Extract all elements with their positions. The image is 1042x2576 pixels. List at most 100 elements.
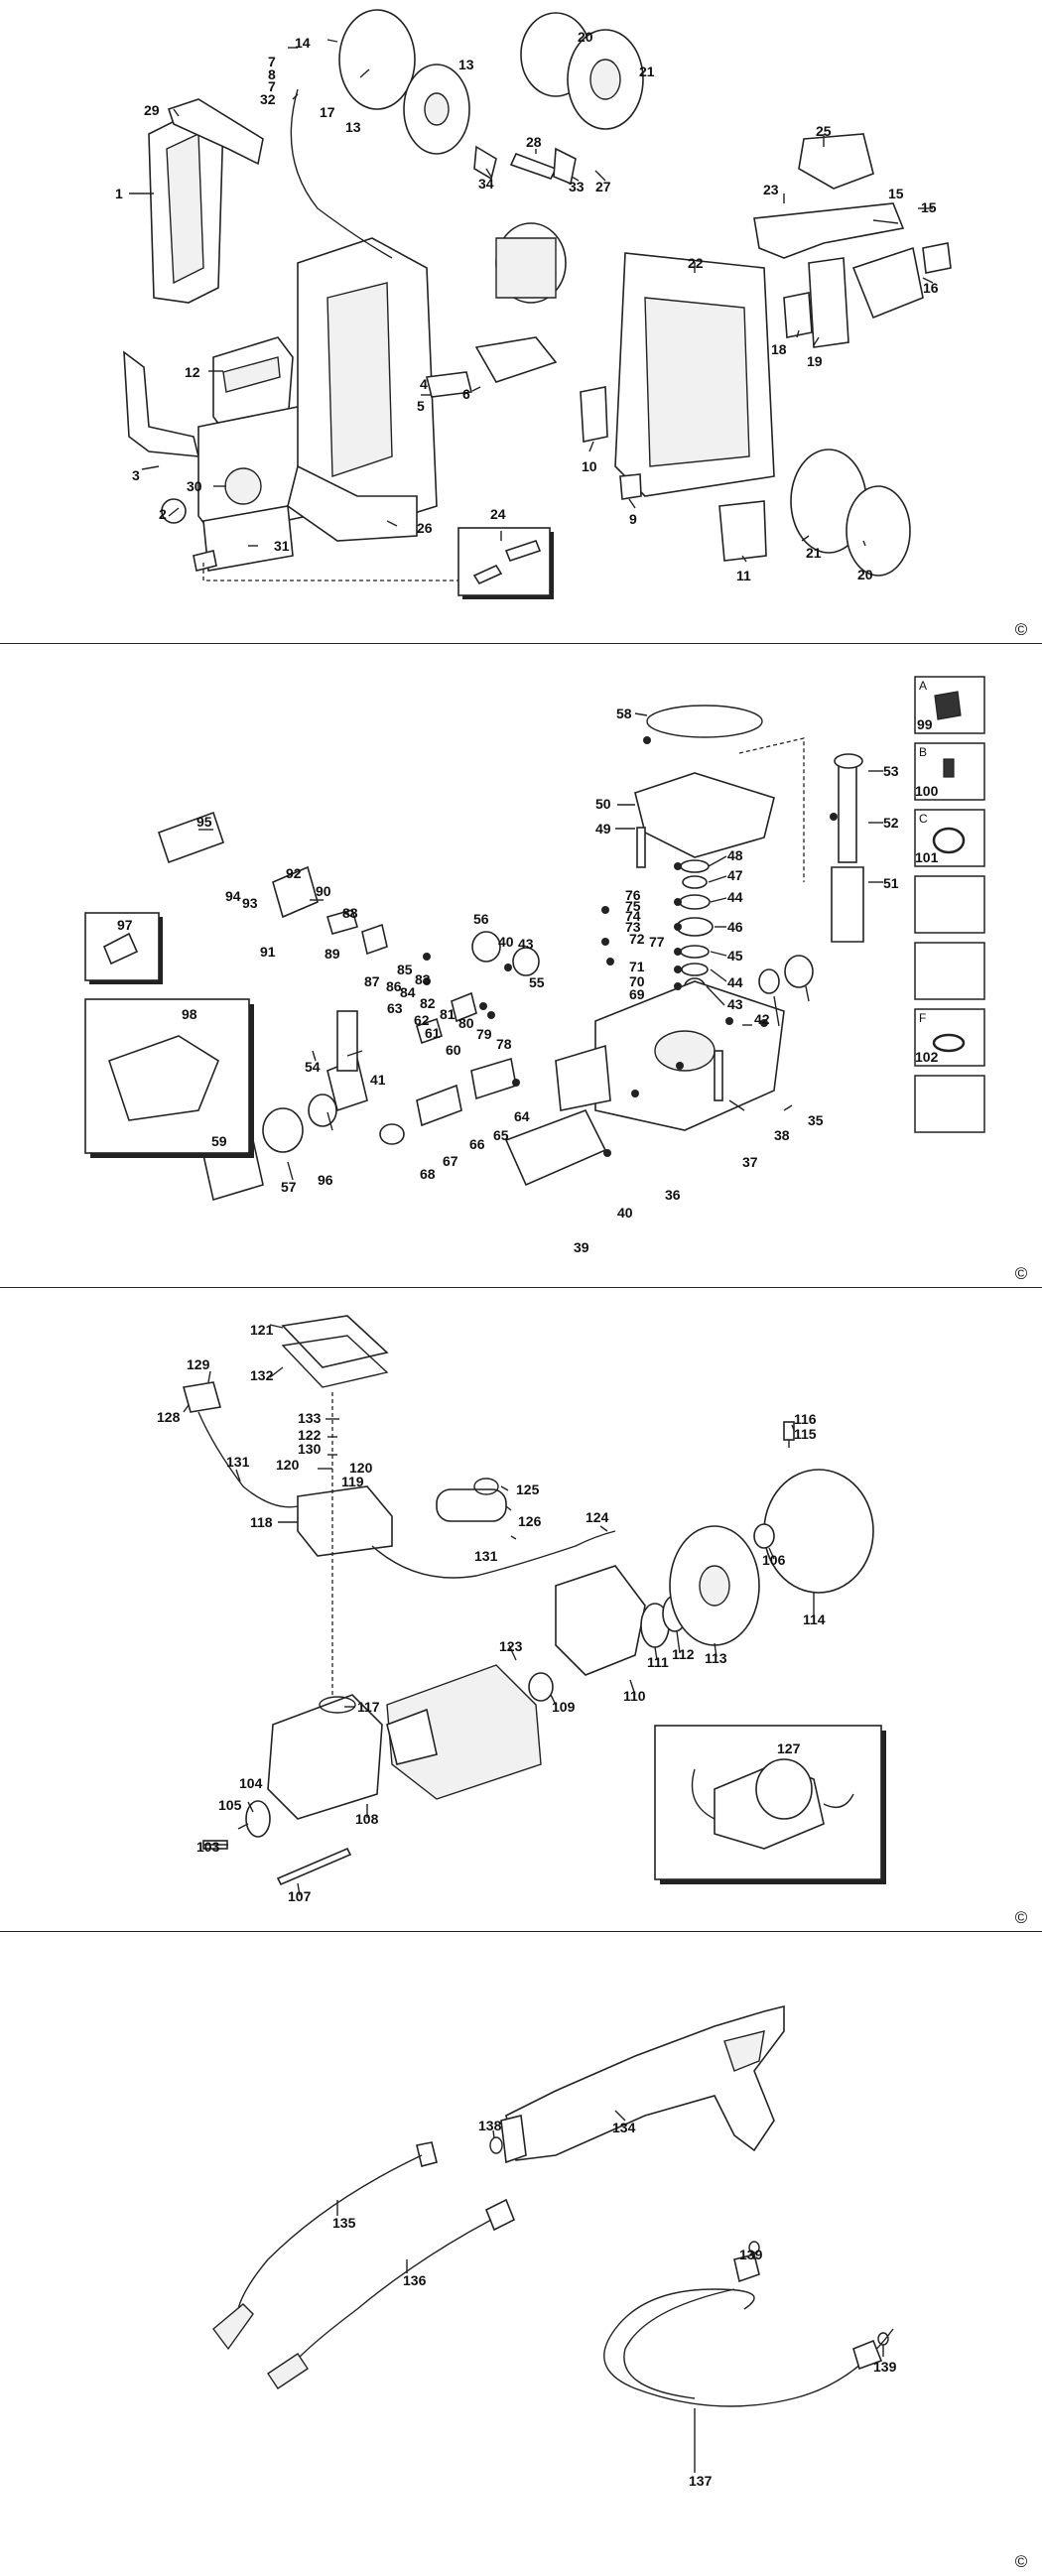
sheet-2-drawing: A 99 B 100 C 101 F 102: [84, 676, 985, 1255]
label: 110: [623, 1688, 646, 1704]
label: 86: [386, 978, 402, 994]
label: 35: [808, 1112, 824, 1128]
hose-end-bottom: [852, 2339, 883, 2371]
label: 75: [625, 898, 641, 914]
right-housing-cavity: [644, 297, 750, 467]
label: 82: [420, 995, 436, 1011]
kit-127-motor-can: [755, 1758, 813, 1820]
copyright-mark: ©: [1014, 1264, 1028, 1283]
label: 90: [316, 883, 331, 899]
label: 81: [440, 1006, 456, 1022]
copyright-mark: ©: [1014, 1908, 1028, 1927]
label: 61: [425, 1025, 441, 1041]
sheet-3-labels: 103 104 105 106 107 108 109 110 111 112 …: [157, 1322, 826, 1904]
pump-housing-108: [267, 1694, 383, 1820]
label: 60: [446, 1042, 461, 1058]
label: 14: [295, 35, 311, 51]
part-80: [451, 991, 477, 1023]
pump-outlet-part: [555, 1044, 611, 1111]
label: 98: [182, 1006, 197, 1022]
sheet-1-drawing: 1 2 3 4 5 6 7 8 7 9 10 11 12 13 13 14 15…: [115, 9, 952, 599]
label: 7: [268, 54, 276, 69]
label: 25: [816, 123, 832, 139]
label: 106: [762, 1552, 786, 1568]
label: 17: [320, 104, 335, 120]
kit-96-part: [102, 932, 139, 966]
kit-c-icon: [932, 827, 966, 854]
bolt-37: [714, 1050, 723, 1101]
kit-number: 102: [915, 1049, 939, 1065]
cord-hook-part: [123, 350, 200, 457]
label: 118: [250, 1514, 273, 1530]
fitting-43: [512, 947, 540, 976]
label: 89: [325, 946, 340, 962]
sheet-divider: [0, 643, 1042, 644]
small-clip-part: [922, 242, 952, 274]
sheet-2-pump-assembly: A 99 B 100 C 101 F 102: [0, 644, 1042, 1287]
clip-125: [473, 1478, 499, 1495]
side-clip-part: [851, 246, 924, 320]
label: 42: [754, 1011, 770, 1027]
label: 113: [705, 1650, 727, 1666]
label: 38: [774, 1127, 790, 1143]
top-cap-part: [798, 133, 874, 190]
label: 72: [629, 931, 645, 947]
label: 109: [552, 1699, 576, 1715]
label: 48: [727, 847, 743, 863]
label: 70: [629, 973, 645, 989]
plug-35: [784, 955, 814, 988]
sheet-4-leader-lines: [336, 2110, 884, 2473]
label: 41: [370, 1072, 386, 1088]
label: 111: [647, 1654, 669, 1670]
connector-part: [472, 564, 503, 585]
bracket-part: [473, 145, 497, 181]
sheet-divider: [0, 1931, 1042, 1932]
lance-nozzle-135: [212, 2303, 254, 2351]
label: 22: [688, 255, 704, 271]
label: 23: [763, 182, 779, 197]
gun-grip-detail: [723, 2030, 765, 2072]
label: 1: [115, 186, 123, 201]
label: 15: [921, 199, 937, 215]
label: 114: [803, 1611, 826, 1627]
bracket-10-part: [580, 386, 608, 443]
switch-cover-part: [808, 257, 849, 348]
label: 62: [414, 1012, 430, 1028]
label: 31: [274, 538, 290, 554]
gasket-132: [281, 1335, 389, 1388]
label: 71: [629, 959, 645, 974]
kit-column: A 99 B 100 C 101 F 102: [914, 676, 985, 1133]
kit-number: 99: [917, 716, 933, 732]
sheet-1-labels: 1 2 3 4 5 6 7 8 7 9 10 11 12 13 13 14 15…: [115, 29, 939, 583]
kit-letter: F: [919, 1011, 926, 1025]
label: 40: [498, 934, 514, 950]
label: 37: [742, 1154, 758, 1170]
label: 64: [514, 1108, 530, 1124]
pump-connector-part: [426, 371, 472, 398]
hose-line: [290, 88, 393, 259]
lance-136-connector: [484, 2198, 516, 2232]
base-part: [287, 464, 418, 542]
label: 20: [857, 567, 873, 582]
bolt-49: [636, 827, 646, 868]
label: 138: [478, 2118, 502, 2133]
label: 133: [298, 1410, 322, 1426]
kit-dashed-link: [202, 563, 458, 581]
kit-e: [914, 942, 985, 1000]
label: 127: [777, 1740, 801, 1756]
spring-51: [831, 866, 864, 943]
label: 119: [341, 1474, 364, 1489]
label: 58: [616, 706, 632, 721]
kit-f: [914, 1008, 985, 1067]
label: 44: [727, 889, 743, 905]
seal-139-bottom: [877, 2332, 889, 2346]
axle-part: [509, 152, 558, 180]
hose-end-top: [733, 2254, 760, 2283]
sheet-divider: [0, 1287, 1042, 1288]
sheet-2-labels: 35 36 37 38 39 40 40 41 42 43 43 44 44 4…: [117, 706, 899, 1255]
label: 95: [196, 814, 212, 830]
label: 9: [629, 511, 637, 527]
label: 73: [625, 919, 641, 935]
label: 112: [672, 1646, 695, 1662]
seal-44: [679, 894, 711, 910]
